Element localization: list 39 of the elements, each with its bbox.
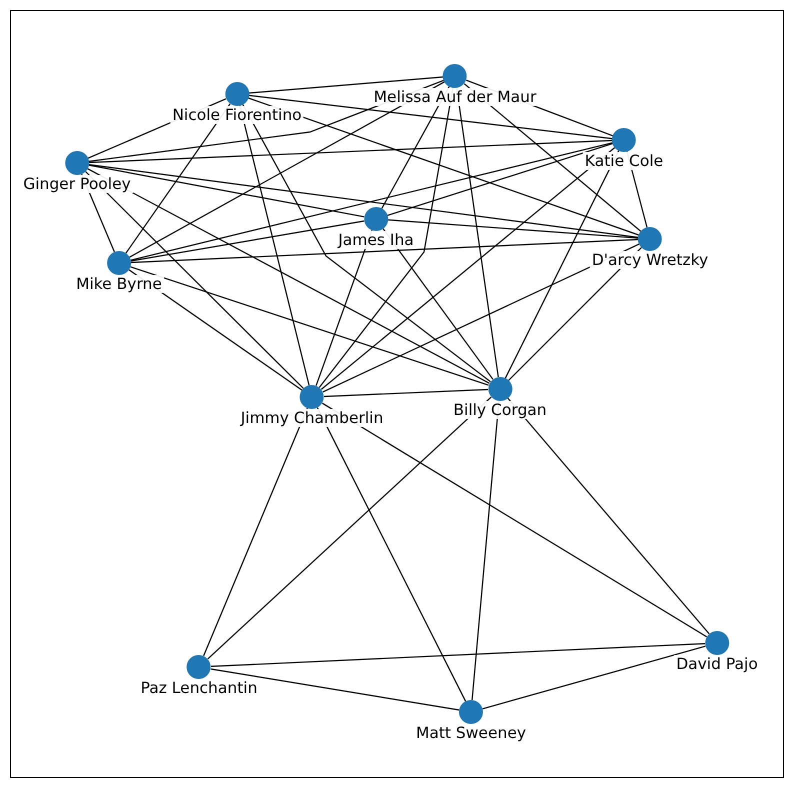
edge-line — [130, 142, 612, 261]
edge-line — [125, 103, 231, 254]
edge-line — [504, 150, 620, 379]
edge-line — [130, 220, 364, 262]
node-label: Ginger Pooley — [21, 175, 133, 193]
node-label: Katie Cole — [582, 152, 666, 170]
edge-line — [248, 97, 639, 236]
node-label: James Iha — [336, 231, 416, 249]
edge-line — [87, 168, 490, 384]
edge-line — [388, 219, 638, 239]
edge-line — [85, 171, 304, 389]
node-label: David Pajo — [674, 655, 760, 673]
edge-line — [129, 81, 445, 258]
edge-line — [207, 396, 492, 660]
node-label: Nicole Fiorentino — [170, 106, 304, 124]
edge-line — [507, 398, 710, 634]
edge-line — [88, 164, 364, 218]
edge-line — [248, 76, 444, 94]
edge-line — [248, 94, 612, 140]
edge-line — [210, 643, 706, 667]
edge-line — [316, 407, 466, 702]
edge-line — [88, 164, 638, 238]
edge-line — [210, 668, 460, 711]
edge-line — [387, 143, 613, 216]
edge-line — [324, 388, 488, 398]
node-label: D'arcy Wretzky — [590, 251, 710, 269]
edge-line — [316, 230, 372, 386]
node-label: Jimmy Chamberlin — [238, 409, 386, 427]
edge-line — [242, 104, 491, 382]
edge-line — [382, 228, 494, 380]
edge-line — [320, 147, 616, 390]
edge-line — [130, 266, 489, 386]
edge-line — [130, 238, 638, 264]
edge-line — [482, 646, 706, 710]
edge-line — [88, 140, 612, 164]
edge-line — [203, 408, 308, 656]
edge-line — [322, 402, 708, 638]
edge-line — [464, 83, 642, 232]
edge-line — [322, 244, 640, 392]
